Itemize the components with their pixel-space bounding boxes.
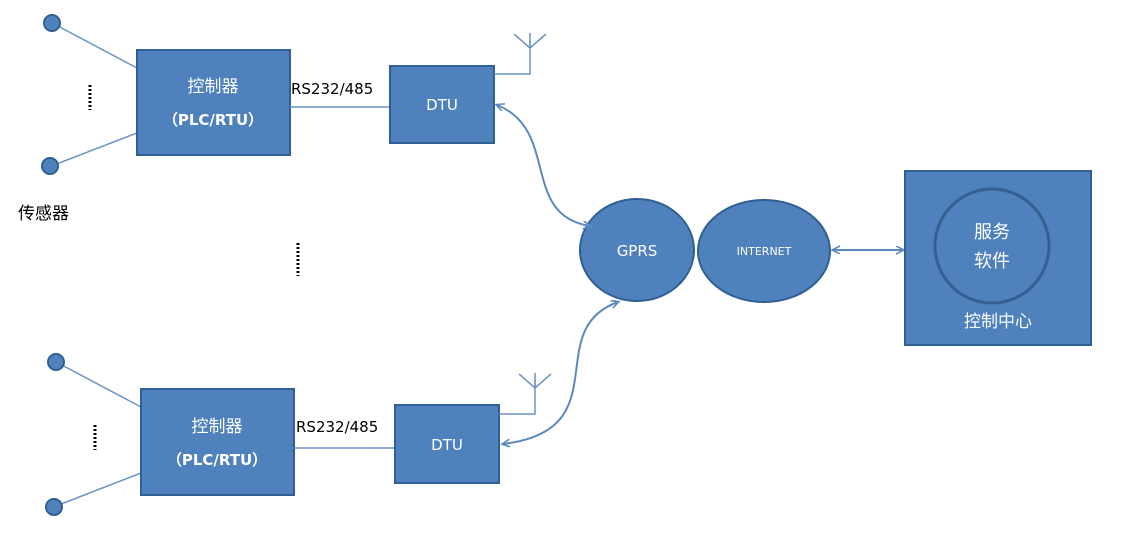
bottom-controller-box xyxy=(140,388,295,496)
bottom-sensor-node-1 xyxy=(47,353,65,371)
bottom-dtu-box xyxy=(394,404,500,484)
sensor-label: 传感器 xyxy=(18,204,69,224)
service-software-line1: 服务 xyxy=(974,222,1010,243)
top-dtu-box xyxy=(389,65,495,144)
top-controller-name: 控制器 xyxy=(188,77,239,97)
top-sensor-node-1 xyxy=(43,14,61,32)
top-sensor-node-2 xyxy=(41,157,59,175)
service-software-line2: 软件 xyxy=(974,251,1010,272)
internet-label: INTERNET xyxy=(737,245,792,258)
bottom-controller-model: （PLC/RTU） xyxy=(167,451,267,469)
gprs-label: GPRS xyxy=(617,242,658,260)
top-dtu-gprs-arrow xyxy=(497,105,590,226)
top-controller: 控制器 （PLC/RTU） xyxy=(136,49,291,156)
top-sensor-wire-2 xyxy=(53,132,138,166)
bottom-dtu: DTU xyxy=(394,404,500,484)
internet-ellipse xyxy=(697,199,831,303)
bottom-sensor-wire-1 xyxy=(57,362,142,408)
top-controller-box xyxy=(136,49,291,156)
service-software-circle xyxy=(933,187,1051,305)
top-dtu-label: DTU xyxy=(426,96,458,114)
top-controller-model: （PLC/RTU） xyxy=(163,111,263,129)
internet-node: INTERNET xyxy=(697,199,831,303)
bottom-dtu-label: DTU xyxy=(431,436,463,454)
bottom-sensor-wire-2 xyxy=(55,472,142,507)
bottom-sensor-group xyxy=(45,353,142,516)
top-sensor-wire-1 xyxy=(53,23,138,69)
top-dtu: DTU xyxy=(389,65,495,144)
bottom-sensor-node-2 xyxy=(45,498,63,516)
top-antenna-icon xyxy=(494,33,547,75)
gprs-node: GPRS xyxy=(579,198,695,302)
gprs-ellipse xyxy=(579,198,695,302)
bottom-antenna-icon xyxy=(499,373,552,415)
bottom-dtu-gprs-arrow xyxy=(503,302,618,444)
bottom-controller: 控制器 （PLC/RTU） xyxy=(140,388,295,496)
control-center-label: 控制中心 xyxy=(964,312,1032,332)
top-link-label: RS232/485 xyxy=(291,80,373,98)
bottom-link-label: RS232/485 xyxy=(296,418,378,436)
control-center: 服务 软件 控制中心 xyxy=(904,170,1092,346)
top-sensor-group xyxy=(41,14,138,175)
bottom-controller-name: 控制器 xyxy=(192,417,243,437)
